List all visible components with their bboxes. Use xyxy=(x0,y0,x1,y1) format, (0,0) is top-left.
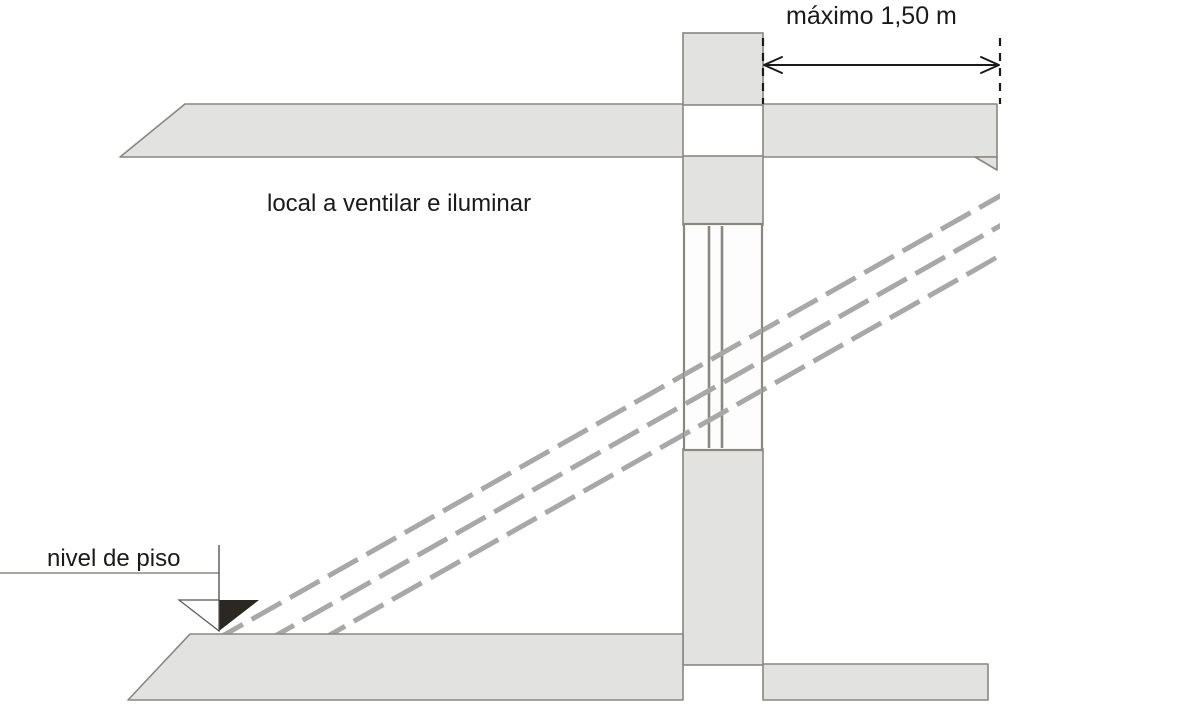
room-label: local a ventilar e iluminar xyxy=(267,190,532,217)
lower-right-slab xyxy=(762,663,989,701)
arrowhead-left-icon xyxy=(763,56,783,74)
level-triangle-filled-icon xyxy=(219,600,259,631)
dimension-label: máximo 1,50 m xyxy=(786,2,957,30)
floor-level-marker xyxy=(0,545,259,633)
floor-level-label: nivel de piso xyxy=(47,545,181,572)
arrowhead-right-icon xyxy=(980,56,1000,74)
upper-column xyxy=(682,32,764,106)
level-triangle-outline-icon xyxy=(177,599,220,633)
wall-lintel xyxy=(682,155,764,226)
lower-left-slab xyxy=(127,633,684,701)
upper-right-slab xyxy=(762,103,998,158)
upper-left-slab xyxy=(119,103,684,158)
dimension-group xyxy=(761,38,1002,104)
light-ventilation-cone xyxy=(188,170,1000,700)
upper-right-slab-chamfer xyxy=(974,156,998,171)
wall-sill-to-floor xyxy=(682,448,764,666)
